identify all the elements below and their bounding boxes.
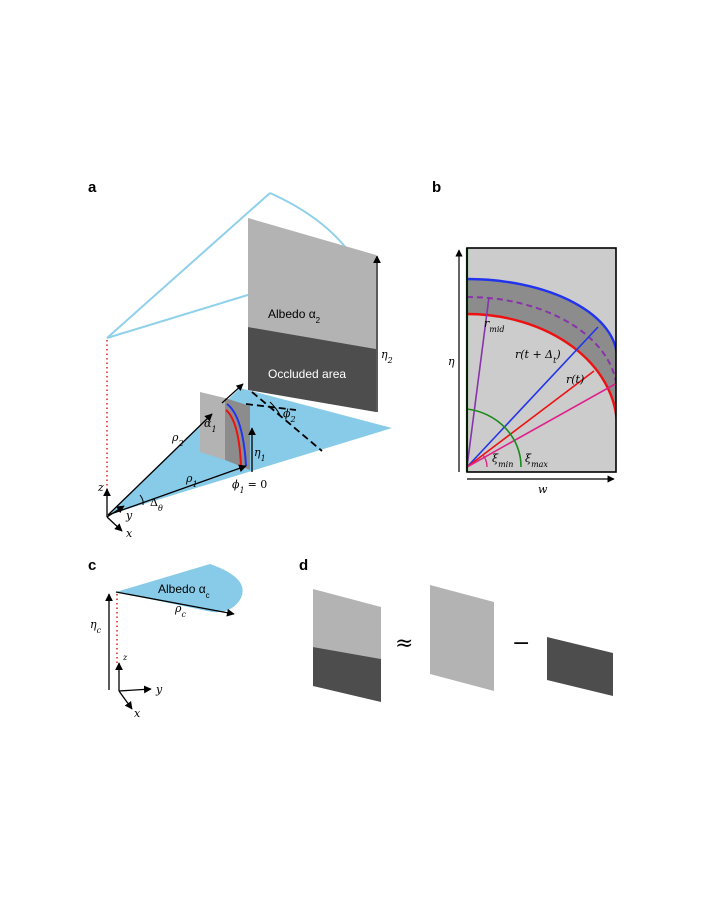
eta1-label: η1 (254, 446, 266, 463)
approx-symbol: ≈ (395, 631, 413, 656)
axes-a (103, 488, 125, 532)
xi-max-arc (467, 408, 522, 468)
r-t-label: r(t) (566, 373, 584, 386)
xi-min-arc (482, 454, 488, 468)
occluded-area (248, 327, 376, 412)
panel-a-letter: a (88, 179, 97, 196)
axis-z-c-label: z (122, 653, 128, 662)
small-wall-alpha1 (200, 392, 225, 460)
dashed-line-wall (245, 403, 297, 411)
albedo-c-region (116, 564, 243, 613)
red-ray (467, 370, 595, 468)
albedo-region (248, 218, 376, 349)
delta-theta-arc (139, 494, 144, 506)
r-mid-line (467, 296, 490, 468)
albedo-alpha2-label: Albedo α2 (268, 307, 321, 325)
occluded-area-label: Occluded area (268, 367, 346, 381)
rho2-arrow (107, 413, 213, 516)
dashed-line-phi2 (251, 391, 323, 452)
axis-y-c-label: y (155, 683, 163, 696)
delta-theta-label: Δθ (150, 496, 163, 513)
axes-c (115, 662, 152, 710)
blue-arc (467, 277, 616, 359)
rho1-arrow (107, 464, 247, 516)
occluded-wall (547, 637, 613, 696)
panel-b: b η w rmid r(t + Δt) r(t) ξmin ξmax (432, 179, 617, 496)
w-label: w (538, 483, 548, 496)
xi-max-label: ξmax (525, 452, 548, 469)
panel-b-letter: b (432, 179, 441, 196)
band-fill (467, 279, 616, 415)
eta-c-label: ηc (90, 618, 102, 635)
rho-c-label: ρc (174, 602, 186, 619)
purple-dashed-arc (467, 296, 616, 394)
red-arc (467, 312, 616, 428)
minus-symbol: − (512, 631, 530, 656)
small-wall-blue-arc (226, 403, 247, 467)
panel-c-letter: c (88, 557, 96, 574)
panel-b-frame (466, 247, 617, 473)
panel-d: d ≈ − (299, 557, 613, 702)
rho-c-arrow (115, 591, 235, 617)
rho1-label: ρ1 (185, 472, 198, 489)
combined-wall-bottom (313, 647, 381, 702)
axis-x-label: x (126, 527, 133, 540)
albedo-c-label: Albedo αc (158, 582, 210, 600)
phi2-arc (269, 401, 281, 416)
panel-d-letter: d (299, 557, 308, 574)
combined-wall-top (313, 589, 381, 659)
alpha1-label: α1 (204, 417, 217, 434)
small-wall-red-arc (225, 409, 242, 467)
axis-x-c-label: x (134, 707, 141, 720)
eta2-label: η2 (381, 348, 393, 365)
phi2-label: ϕ2 (283, 407, 296, 424)
panel-a: a Albedo α2 Occluded area η2 ϕ2 α1 η1 (88, 179, 393, 540)
magenta-ray (467, 382, 616, 468)
panel-c: c Albedo αc ρc ηc z y x (88, 557, 243, 720)
small-wall-pointer (221, 383, 244, 404)
albedo-wall (430, 585, 494, 691)
phi1-label: ϕ1= 0 (232, 478, 267, 495)
axis-y-label: y (125, 509, 133, 522)
axis-z-label: z (97, 481, 104, 494)
r-mid-label: rmid (484, 317, 505, 334)
r-t-delta-label: r(t + Δt) (515, 348, 561, 365)
xi-min-label: ξmin (492, 452, 513, 469)
eta-label: η (448, 355, 455, 368)
rho2-label: ρ2 (171, 431, 184, 448)
blue-ray (467, 326, 599, 468)
